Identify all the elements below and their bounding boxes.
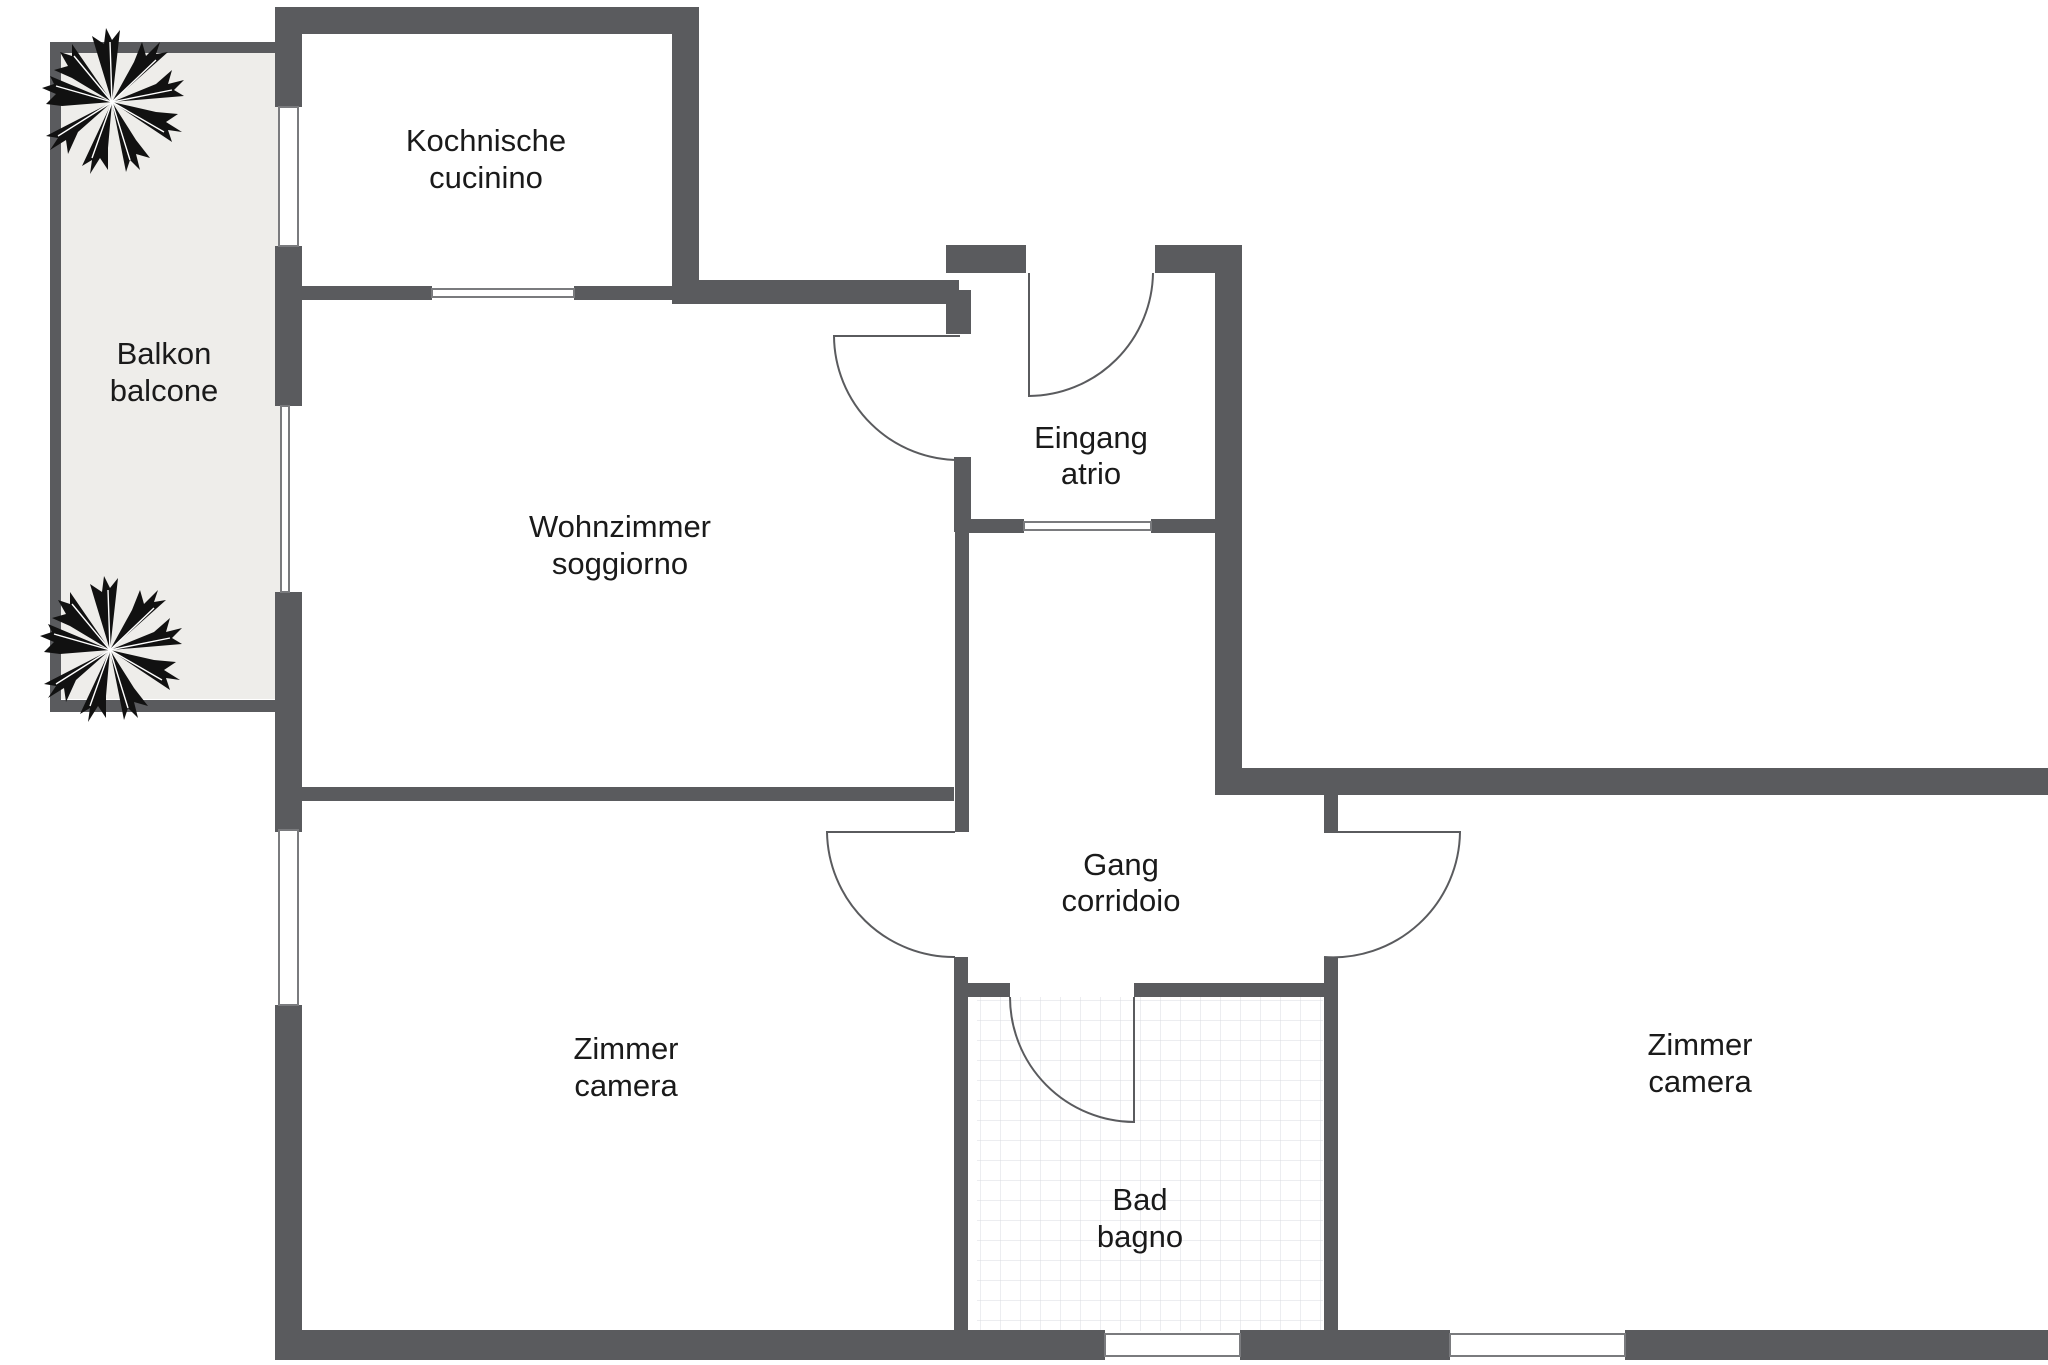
room-label-bedroom-right: Zimmer camera (1647, 1027, 1752, 1099)
walls (50, 7, 2048, 1360)
living-name-it: soggiorno (552, 546, 688, 581)
hall-name-de: Gang (1083, 847, 1159, 882)
entrance-name-de: Eingang (1034, 420, 1148, 455)
entrance-name-it: atrio (1061, 456, 1121, 491)
bath-floor (977, 997, 1323, 1331)
bath-name-it: bagno (1097, 1219, 1183, 1254)
room-label-bedroom-left: Zimmer camera (573, 1031, 678, 1103)
balcony-name-it: balcone (110, 373, 219, 408)
bedroom-left-name-it: camera (574, 1068, 678, 1103)
balcony-name-de: Balkon (117, 336, 212, 371)
windows (278, 106, 1626, 1357)
room-label-bath: Bad bagno (1097, 1182, 1183, 1254)
doors (825, 272, 1462, 1124)
kitchen-name-de: Kochnische (406, 123, 566, 158)
bath-name-de: Bad (1112, 1182, 1167, 1217)
bedroom-left-name-de: Zimmer (573, 1031, 678, 1066)
bedroom-right-name-de: Zimmer (1647, 1027, 1752, 1062)
bedroom-right-name-it: camera (1648, 1064, 1752, 1099)
kitchen-name-it: cucinino (429, 160, 543, 195)
room-label-kitchen: Kochnische cucinino (406, 123, 566, 195)
room-label-hall: Gang corridoio (1062, 847, 1181, 918)
room-label-living: Wohnzimmer soggiorno (529, 509, 711, 581)
room-label-balcony: Balkon balcone (110, 336, 219, 408)
living-name-de: Wohnzimmer (529, 509, 711, 544)
room-label-entrance: Eingang atrio (1034, 420, 1148, 491)
hall-name-it: corridoio (1062, 883, 1181, 918)
